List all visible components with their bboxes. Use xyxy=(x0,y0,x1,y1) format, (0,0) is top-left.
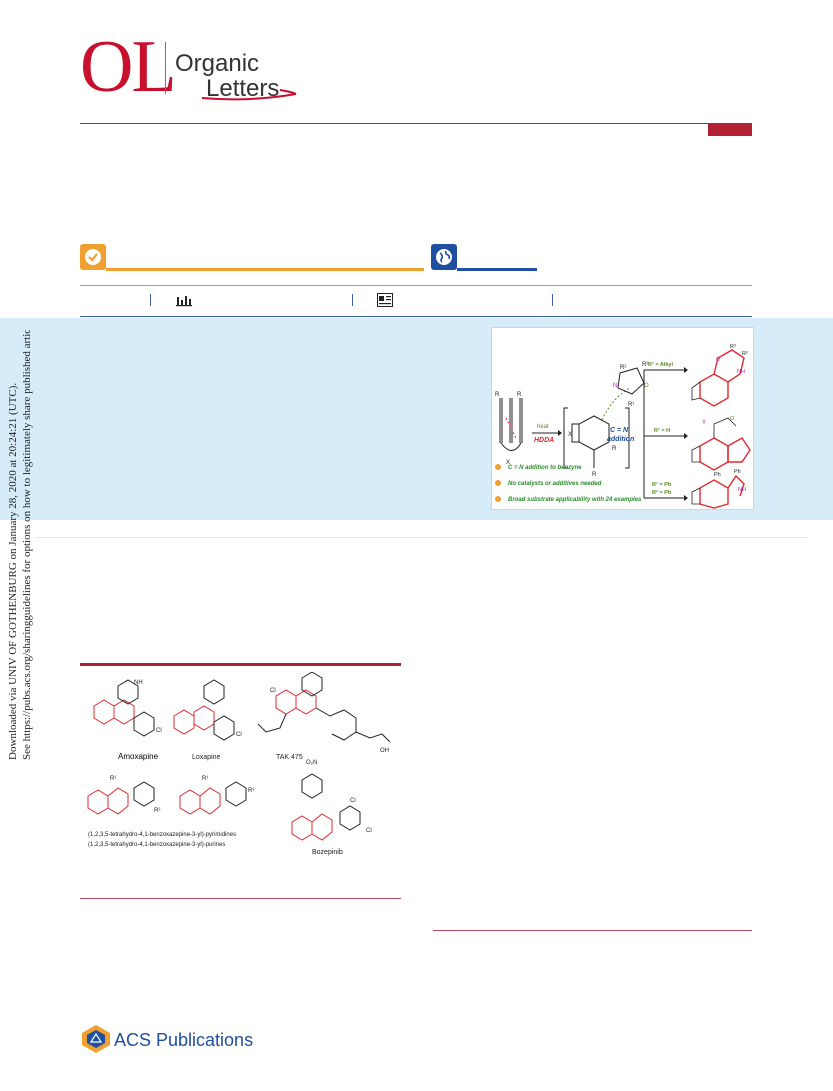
svg-text:R: R xyxy=(612,446,617,452)
bullet-dot xyxy=(495,496,501,502)
metrics-separator xyxy=(552,294,553,306)
figure-structures: NH Cl Amoxapine Cl Loxapine Cl OH TAK 47… xyxy=(87,672,391,856)
globe-icon xyxy=(436,249,452,265)
check-circle-icon xyxy=(85,249,101,265)
toc-graphic: R R X heat HDDA X R R R² R³ N O R¹ C = N… xyxy=(491,327,754,510)
atom-o2n: O₂N xyxy=(306,760,317,766)
global-access-badge[interactable] xyxy=(431,244,457,270)
svg-text:R³: R³ xyxy=(730,344,736,350)
reaction-scheme: R R X heat HDDA X R R R² R³ N O R¹ C = N… xyxy=(495,344,751,509)
atom-cl: Cl xyxy=(270,688,276,694)
atom-nh: NH xyxy=(134,680,143,686)
label-bozepinib: Bozepinib xyxy=(312,849,343,856)
label-pyrimidines: (1,2,3,5-tetrahydro-4,1-benzoxazepine-3-… xyxy=(88,832,236,838)
svg-text:R: R xyxy=(592,472,597,478)
figure-bottom-rule xyxy=(80,898,401,899)
svg-text:R: R xyxy=(517,392,522,398)
hdda-label: HDDA xyxy=(534,437,554,444)
ph-label-b: Ph xyxy=(734,469,741,475)
condition-alkyl: R¹ = Alkyl xyxy=(648,361,673,368)
column-rule xyxy=(433,930,752,931)
publisher-name[interactable]: ACS Publications xyxy=(114,1030,254,1050)
journal-logo-mark: OL xyxy=(80,26,177,108)
metrics-rule-top xyxy=(80,285,752,286)
svg-text:N: N xyxy=(613,383,617,389)
svg-text:R³: R³ xyxy=(642,362,648,368)
bullet-2: No catalysts or additives needed xyxy=(508,481,602,487)
svg-text:R: R xyxy=(495,392,500,398)
metrics-separator xyxy=(150,294,151,306)
svg-text:X: X xyxy=(506,460,510,466)
watermark-line-2: See https://pubs.acs.org/sharingguidelin… xyxy=(21,330,33,760)
atom-oh: OH xyxy=(380,748,389,754)
bar-chart-icon[interactable] xyxy=(176,293,192,307)
header-rule xyxy=(80,123,752,124)
label-loxapine: Loxapine xyxy=(192,754,221,761)
metrics-separator xyxy=(352,294,353,306)
acs-emblem-icon xyxy=(82,1025,110,1053)
header-tab xyxy=(708,123,752,136)
journal-name-line1: Organic xyxy=(175,50,260,77)
atom-r1: R¹ xyxy=(110,776,116,782)
bullet-3: Broad substrate applicability with 24 ex… xyxy=(508,497,642,503)
oxygen-label-2: O xyxy=(730,416,735,422)
download-watermark: Downloaded via UNIV OF GOTHENBURG on Jan… xyxy=(7,330,33,760)
svg-text:X: X xyxy=(568,432,572,438)
watermark-line-1: Downloaded via UNIV OF GOTHENBURG on Jan… xyxy=(7,383,19,760)
atom-cl: Cl xyxy=(366,828,372,834)
atom-r2: R² xyxy=(154,808,160,814)
open-access-badge[interactable] xyxy=(80,244,106,270)
global-access-rule xyxy=(457,268,537,271)
heat-label: heat xyxy=(537,424,549,430)
atom-cl: Cl xyxy=(236,732,242,738)
metrics-rule-bottom xyxy=(80,316,752,317)
addition-label-2: addition xyxy=(607,436,634,443)
oxygen-label: O xyxy=(644,383,649,389)
journal-name-line2: Letters xyxy=(206,75,280,102)
logo-swoosh xyxy=(201,89,297,101)
bullet-dot xyxy=(495,464,501,470)
condition-ph-1: R¹ = Ph xyxy=(652,481,672,488)
condition-h: R¹ = H xyxy=(654,427,670,434)
open-access-rule xyxy=(106,268,424,271)
svg-text:R²: R² xyxy=(620,365,626,371)
label-amoxapine: Amoxapine xyxy=(118,752,159,761)
addition-label-1: C = N xyxy=(610,427,629,434)
bullet-dot xyxy=(495,480,501,486)
atom-r1: R¹ xyxy=(202,776,208,782)
bullet-1: C = N addition to benzyne xyxy=(508,465,582,471)
logo-divider xyxy=(165,42,166,94)
label-purines: (1,2,3,5-tetrahydro-4,1-benzoxazepine-3-… xyxy=(88,842,225,848)
nh-label-1: NH xyxy=(737,369,745,375)
svg-text:R¹: R¹ xyxy=(628,402,634,408)
ph-label-a: Ph xyxy=(714,472,721,478)
label-tak475: TAK 475 xyxy=(276,754,303,761)
article-info-icon[interactable] xyxy=(377,293,393,307)
svg-text:R²: R² xyxy=(742,351,748,357)
atom-cl: Cl xyxy=(156,728,162,734)
y-label: Y xyxy=(702,420,706,426)
condition-ph-2: R² = Ph xyxy=(652,489,672,496)
nh-label-2: NH xyxy=(738,487,746,493)
atom-r3: R³ xyxy=(248,788,254,794)
atom-cl: Cl xyxy=(350,798,356,804)
svg-text:O: O xyxy=(716,357,721,363)
section-divider xyxy=(36,537,808,538)
figure-top-rule xyxy=(80,663,401,666)
